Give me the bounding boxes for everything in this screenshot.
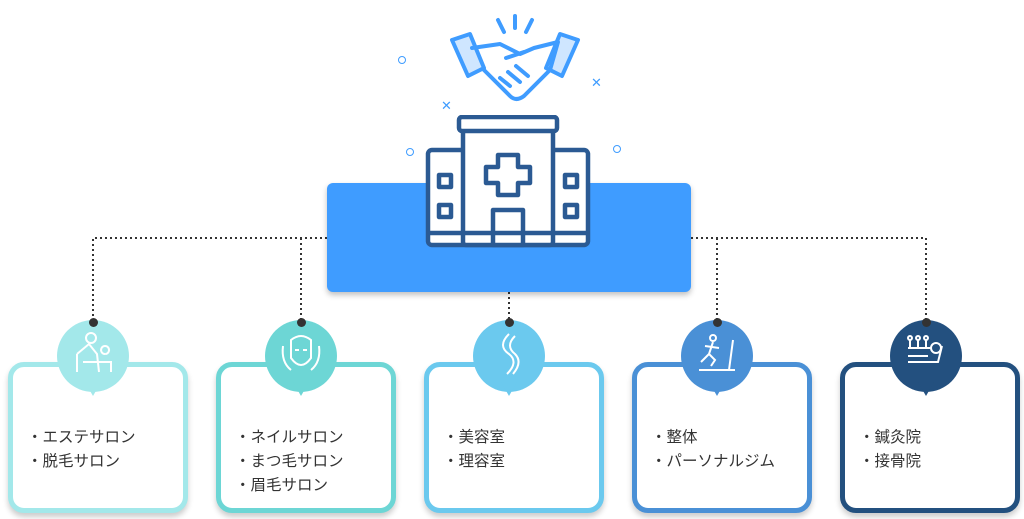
decor-circle-icon: [398, 56, 406, 64]
list-item: 眉毛サロン: [235, 473, 344, 497]
treadmill-icon: [681, 320, 753, 396]
decor-circle-icon: [406, 148, 414, 156]
list-item: 理容室: [443, 449, 506, 473]
decor-cross-icon: ✕: [441, 99, 452, 114]
connector-dot: [505, 318, 514, 327]
list-item: 美容室: [443, 425, 506, 449]
list-item: ネイルサロン: [235, 425, 344, 449]
decor-circle-icon: [613, 145, 621, 153]
acupuncture-icon: [890, 320, 962, 396]
hospital-icon: [425, 115, 591, 248]
handshake-icon: [450, 14, 580, 101]
connector-dot: [89, 318, 98, 327]
connector-dot: [713, 318, 722, 327]
face-care-icon: [265, 320, 337, 396]
list-item: パーソナルジム: [651, 449, 776, 473]
hair-icon: [473, 320, 545, 396]
list-item: まつ毛サロン: [235, 449, 344, 473]
connector-dot: [922, 318, 931, 327]
decor-cross-icon: ✕: [591, 76, 602, 91]
list-item: エステサロン: [27, 425, 136, 449]
list-item: 脱毛サロン: [27, 449, 136, 473]
list-item: 接骨院: [859, 449, 922, 473]
connector-dot: [297, 318, 306, 327]
list-item: 鍼灸院: [859, 425, 922, 449]
massage-icon: [57, 320, 129, 396]
list-item: 整体: [651, 425, 775, 449]
